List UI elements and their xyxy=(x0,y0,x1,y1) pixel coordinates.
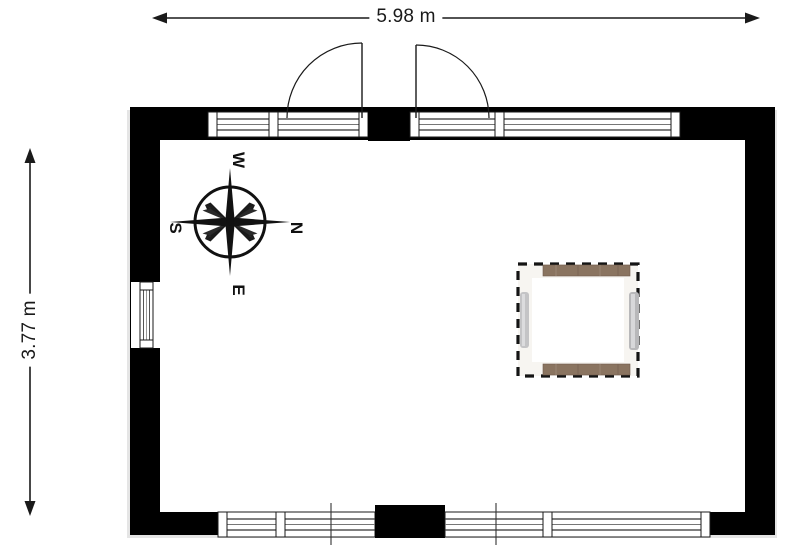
table-wood-bottom xyxy=(542,363,631,376)
compass-rose: W N E S xyxy=(166,152,306,296)
pillar-top-center xyxy=(368,108,410,141)
compass-label-left: S xyxy=(166,222,185,233)
dimension-top xyxy=(152,12,760,24)
dimension-width-label: 5.98 m xyxy=(369,6,443,28)
window-bottom-left xyxy=(217,503,376,545)
compass-label-bottom: E xyxy=(229,284,248,295)
window-bottom-right xyxy=(444,503,711,545)
compass-label-right: N xyxy=(287,222,306,234)
pillar-bottom-center xyxy=(375,505,445,538)
compass-label-top: W xyxy=(229,152,248,169)
room-interior xyxy=(160,140,745,512)
window-left xyxy=(131,281,160,349)
table-metal-left xyxy=(520,292,529,348)
window-top-left xyxy=(207,111,369,138)
table-metal-right xyxy=(629,292,639,350)
top-wall-assembly xyxy=(207,108,681,141)
bottom-wall-assembly xyxy=(217,503,711,545)
table-island[interactable] xyxy=(516,262,640,378)
window-top-right xyxy=(409,111,681,138)
dimension-height-label: 3.77 m xyxy=(19,293,41,367)
door-left[interactable] xyxy=(286,42,363,119)
table-wood-top xyxy=(542,264,631,277)
door-right[interactable] xyxy=(415,44,490,119)
